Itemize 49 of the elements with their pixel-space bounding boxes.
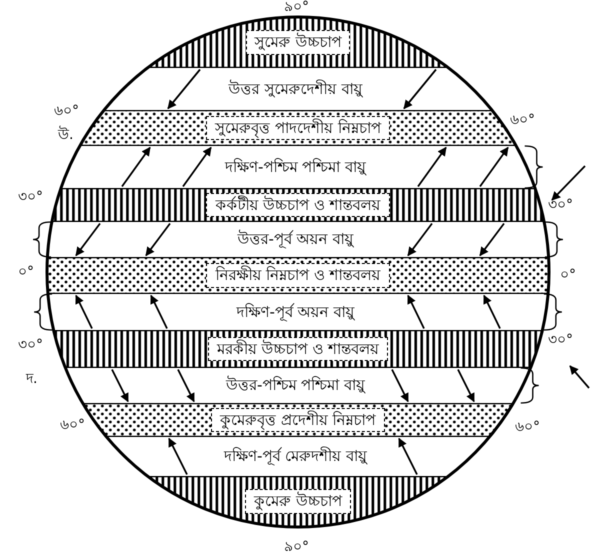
belt-label: দক্ষিণ-পূর্ব মেরুদশীয় বায়ু — [224, 447, 367, 466]
wind-arrow — [407, 222, 433, 256]
wind-arrow — [479, 222, 505, 256]
wind-arrow — [145, 222, 171, 256]
belt-label: উত্তর-পশ্চিম পশ্চিমা বায়ু — [226, 376, 365, 395]
wind-arrow — [403, 68, 437, 110]
latitude-label: দ. — [26, 372, 38, 386]
latitude-label: ০° — [18, 265, 34, 279]
latitude-label: ৩০° — [548, 333, 573, 347]
pressure-belt — [47, 257, 549, 294]
wind-arrow — [407, 294, 425, 329]
latitude-label: ৯০° — [284, 540, 309, 554]
wind-arrow — [168, 438, 188, 475]
wind-arrow — [457, 369, 475, 402]
latitude-label: ৬০° — [60, 418, 85, 432]
belt-label: মরকীয় উচ্চচাপ ও শান্তবলয় — [208, 336, 388, 362]
wind-arrow — [391, 369, 409, 402]
belt-label: কর্কটীয় উচ্চচাপ ও শান্তবলয় — [206, 192, 390, 218]
belt-label: দক্ষিণ-পূর্ব অয়ন বায়ু — [236, 302, 354, 322]
wind-arrow — [483, 294, 501, 329]
wind-arrow — [177, 369, 195, 402]
belt-label: সুমেরু উচ্চচাপ — [246, 30, 350, 55]
wind-arrow — [417, 146, 447, 188]
latitude-label: ৬০° — [515, 420, 540, 434]
belt-label: উত্তর-পূর্ব অয়ন বায়ু — [238, 230, 354, 249]
wind-arrow — [150, 294, 168, 329]
pressure-belt — [52, 188, 544, 222]
wind-arrow — [75, 222, 101, 256]
latitude-label: ৬০° — [510, 113, 535, 127]
latitude-label: উ. — [58, 128, 74, 142]
wind-arrow — [479, 146, 509, 188]
belt-label: সুমেরুবৃত্ত পাদদেশীয় নিম্নচাপ — [206, 116, 390, 140]
wind-arrow — [75, 294, 93, 329]
wind-arrow — [167, 68, 201, 110]
belt-label: কুমেরু উচ্চচাপ — [245, 489, 351, 514]
latitude-label: ০° — [560, 268, 576, 282]
wind-arrow — [111, 369, 129, 402]
latitude-label: ৩০° — [18, 338, 43, 352]
latitude-label: ৩০° — [548, 198, 573, 212]
belt-label: দক্ষিণ-পশ্চিম পশ্চিমা বায়ু — [225, 158, 366, 176]
latitude-label: ৩০° — [18, 190, 43, 204]
wind-arrow — [398, 438, 418, 475]
belt-label: উত্তর সুমেরুদেশীয় বায়ু — [228, 80, 362, 98]
latitude-label: ৯০° — [284, 0, 309, 14]
wind-arrow — [182, 146, 212, 188]
wind-arrow — [121, 146, 151, 188]
belt-label: কুমেরুবৃত্ত প্রদেশীয় নিম্নচাপ — [211, 408, 385, 432]
belt-label: নিরক্ষীয় নিম্নচাপ ও শান্তবলয় — [206, 263, 390, 288]
latitude-label: ৬০° — [54, 104, 79, 118]
